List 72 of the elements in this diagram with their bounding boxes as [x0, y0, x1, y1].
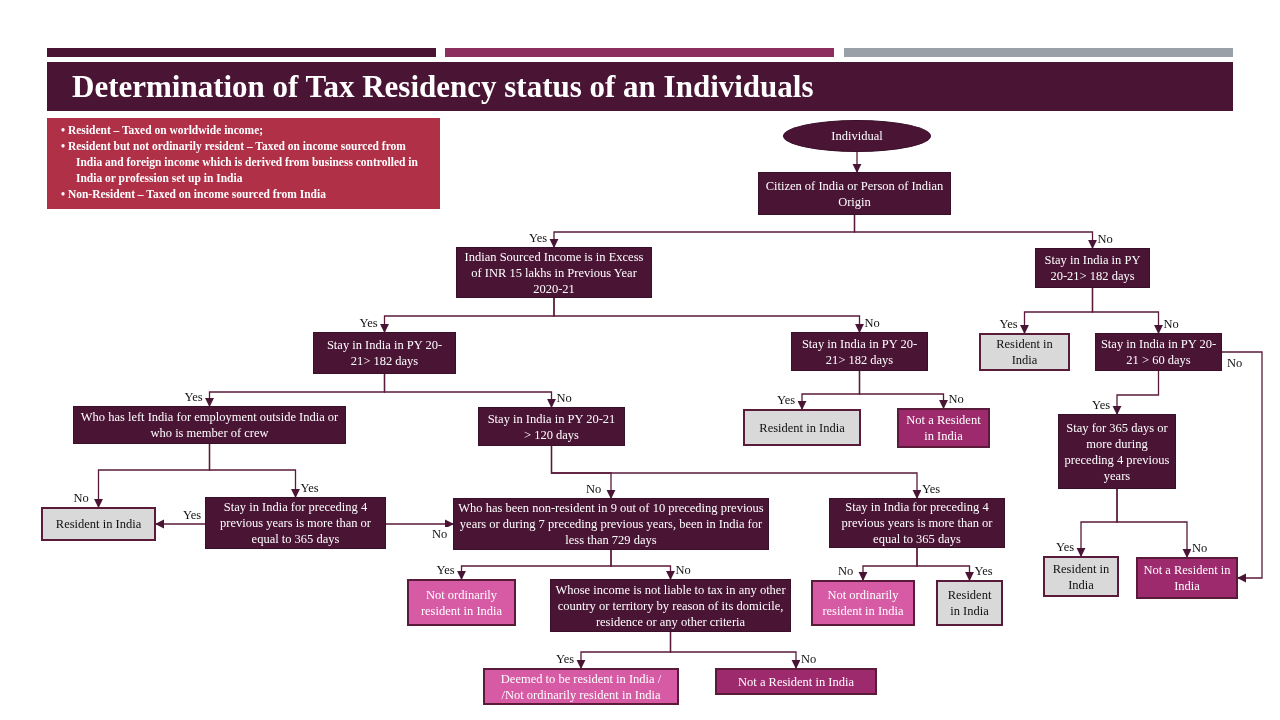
decision-box: Stay in India for preceding 4 previous years is more than or equal to 365 days — [829, 498, 1005, 548]
connector-arrow — [916, 547, 975, 581]
title: Determination of Tax Residency status of an Individuals — [72, 68, 814, 106]
edge-label: No — [837, 564, 855, 578]
result-box: Resident in India — [936, 580, 1003, 626]
decision-box: Who has left India for employment outside India or who is member of crew — [73, 406, 346, 444]
note-item: • Resident but not ordinarily resident – Taxed on income sourced from India and foreign income which is derived from business controlled in India or profession set up in India — [61, 139, 419, 186]
decision-box: Stay in India in PY 20-21> 182 days — [1035, 248, 1150, 288]
connector-arrow — [669, 631, 801, 669]
result-box: Not a Resident in India — [1136, 557, 1238, 599]
connector-arrow — [385, 519, 454, 529]
connector-arrow — [1221, 351, 1263, 583]
edge-label: Yes — [921, 482, 942, 496]
connector-arrow — [852, 151, 862, 173]
result-box: Not a Resident in India — [715, 668, 877, 695]
note-item: • Non-Resident – Taxed on income sourced from India — [61, 187, 327, 202]
result-box: Not a Resident in India — [897, 408, 990, 448]
decision-box: Stay in India in PY 20-21> 182 days — [791, 332, 928, 371]
result-box: Resident in India — [979, 333, 1070, 371]
edge-label: Yes — [299, 481, 320, 495]
edge-label: No — [1191, 541, 1209, 555]
result-box: Resident in India — [1043, 556, 1119, 597]
edge-label: Yes — [358, 316, 379, 330]
edge-label: No — [674, 563, 692, 577]
decision-box: Indian Sourced Income is in Excess of INR 15 lakhs in Previous Year 2020-21 — [456, 247, 652, 298]
result-box: Not ordinarily resident in India — [811, 580, 915, 626]
decision-box: Stay for 365 days or more during preceding 4 previous years — [1058, 414, 1176, 489]
edge-label: Yes — [555, 652, 576, 666]
edge-label: Yes — [183, 390, 204, 404]
connector-arrow — [610, 549, 676, 580]
edge-label: No — [72, 491, 90, 505]
decision-box: Who has been non-resident in 9 out of 10 preceding previous years or during 7 preceding previous years, been in India for less than 729 days — [453, 498, 769, 550]
edge-label: No — [555, 391, 573, 405]
edge-label: Yes — [1091, 398, 1112, 412]
start-oval: Individual — [783, 120, 931, 152]
decision-box: Stay in India in PY 20-21 > 120 days — [478, 407, 625, 446]
decision-box: Stay in India in PY 20-21 > 60 days — [1095, 333, 1222, 371]
edge-label: No — [585, 482, 603, 496]
edge-label: No — [800, 652, 818, 666]
connector-arrow — [553, 297, 865, 333]
decision-box: Stay in India in PY 20-21> 182 days — [313, 332, 456, 374]
edge-label: No — [1226, 356, 1244, 370]
connector-arrow — [853, 214, 1098, 249]
decision-box: Stay in India for preceding 4 previous years is more than or equal to 365 days — [205, 497, 386, 549]
edge-label: No — [1162, 317, 1180, 331]
connector-arrow — [383, 373, 557, 408]
result-box: Deemed to be resident in India / /Not ordinarily resident in India — [483, 668, 679, 705]
connector-arrow — [155, 519, 206, 529]
connector-arrow — [858, 370, 949, 409]
edge-label: Yes — [973, 564, 994, 578]
edge-label: Yes — [776, 393, 797, 407]
connector-arrow — [550, 445, 922, 499]
note-box — [47, 118, 440, 209]
edge-label: Yes — [528, 231, 549, 245]
decision-box: Citizen of India or Person of Indian Origin — [758, 172, 951, 215]
edge-label: No — [1096, 232, 1114, 246]
note-item: • Resident – Taxed on worldwide income; — [61, 123, 265, 138]
edge-label: Yes — [435, 563, 456, 577]
connector-arrow — [208, 443, 301, 498]
edge-label: No — [431, 527, 449, 541]
decision-box: Whose income is not liable to tax in any other country or territory by reason of its domicile, residence or any other criteria — [550, 579, 791, 632]
edge-label: Yes — [998, 317, 1019, 331]
result-box: Not ordinarily resident in India — [407, 579, 516, 626]
connector-arrow — [1116, 488, 1192, 558]
edge-label: Yes — [1055, 540, 1076, 554]
result-box: Resident in India — [41, 507, 156, 541]
result-box: Resident in India — [743, 409, 861, 446]
edge-label: No — [947, 392, 965, 406]
edge-label: No — [863, 316, 881, 330]
connector-arrow — [1091, 287, 1164, 334]
edge-label: Yes — [182, 508, 203, 522]
connector-arrow — [1112, 370, 1160, 415]
